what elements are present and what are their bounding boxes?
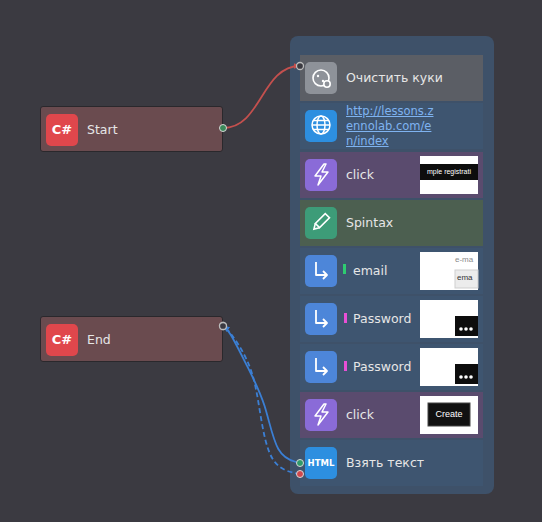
- node-label: ema: [457, 273, 478, 283]
- node-label: email: [353, 248, 413, 294]
- set-value-action: Password: [300, 344, 483, 390]
- connector: [223, 326, 300, 474]
- action-group: Очистить кукиhttp://lessons.zennolab.com…: [290, 36, 494, 494]
- icon-label: C#: [46, 324, 78, 356]
- set-value-action: Password: [300, 296, 483, 342]
- end-block: C# End: [40, 316, 223, 362]
- click-action: click Create: [300, 392, 483, 438]
- node-label: click: [346, 152, 416, 198]
- node-label: mple registrati: [420, 165, 478, 177]
- connector: [223, 326, 300, 463]
- click-action: click mple registrati: [300, 152, 483, 198]
- action-icon: [305, 159, 337, 191]
- set-value-action: email e-ma ema: [300, 248, 483, 294]
- action-icon: [305, 399, 337, 431]
- screenshot-thumbnail: [420, 348, 478, 386]
- screenshot-thumbnail: [420, 300, 478, 338]
- node-label: Password: [353, 344, 419, 390]
- action-icon: [305, 303, 337, 335]
- navigate-action: http://lessons.zennolab.com/en/index: [300, 103, 483, 149]
- spintax-action: Spintax: [300, 200, 483, 246]
- action-icon: [305, 110, 337, 142]
- action-icon: [305, 207, 337, 239]
- action-icon: [305, 351, 337, 383]
- action-icon: [305, 255, 337, 287]
- screenshot-thumbnail: [420, 156, 478, 194]
- connector: [223, 66, 300, 128]
- clear-cookies-action: Очистить куки: [300, 55, 483, 101]
- node-label: HTML: [305, 447, 337, 479]
- node-label: Create: [428, 403, 470, 426]
- node-label: click: [346, 392, 416, 438]
- node-label: e-ma: [455, 255, 478, 265]
- node-label: Password: [353, 296, 419, 342]
- action-icon: [305, 62, 337, 94]
- node-label: http://lessons.zennolab.com/en/index: [346, 103, 438, 149]
- start-block: C# Start: [40, 106, 223, 152]
- node-label: Spintax: [346, 200, 466, 246]
- node-label: End: [87, 317, 207, 363]
- get-text-action: HTML Взять текст: [300, 440, 483, 486]
- node-label: Взять текст: [346, 440, 466, 486]
- node-label: Start: [87, 107, 207, 153]
- icon-label: C#: [46, 114, 78, 146]
- node-label: Очистить куки: [346, 55, 476, 101]
